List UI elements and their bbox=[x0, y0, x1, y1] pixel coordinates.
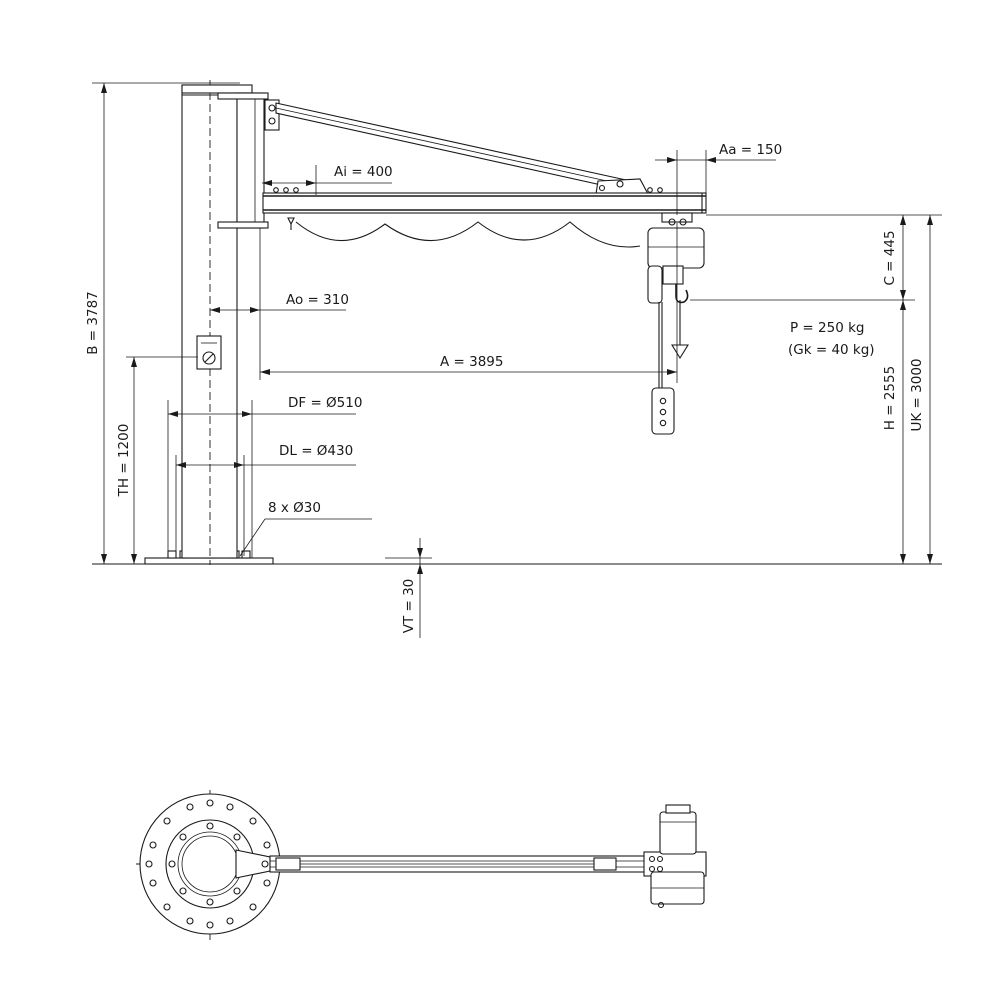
hoist-motor-top bbox=[659, 811, 697, 855]
label-TH: TH = 1200 bbox=[116, 424, 132, 498]
label-VT: VT = 30 bbox=[401, 579, 417, 634]
rotating-sleeve bbox=[236, 92, 265, 229]
label-load-P: P = 250 kg bbox=[790, 320, 864, 336]
label-A: A = 3895 bbox=[440, 354, 504, 370]
arm-bolts bbox=[273, 187, 663, 193]
label-C: C = 445 bbox=[882, 230, 898, 285]
label-holes: 8 x Ø30 bbox=[268, 500, 321, 516]
end-stop bbox=[287, 217, 295, 226]
chain-bag bbox=[647, 265, 663, 304]
base-plate bbox=[144, 557, 274, 565]
top-view bbox=[136, 790, 707, 940]
label-Ao: Ao = 310 bbox=[286, 292, 349, 308]
label-UK: UK = 3000 bbox=[909, 359, 925, 432]
dimension-lines bbox=[92, 82, 942, 638]
column bbox=[181, 84, 238, 559]
load-hook bbox=[675, 284, 689, 304]
label-B: B = 3787 bbox=[85, 291, 101, 355]
dimension-labels: B = 3787 TH = 1200 Ai = 400 Aa = 150 Ao … bbox=[85, 142, 925, 633]
label-Ai: Ai = 400 bbox=[334, 164, 393, 180]
anchor-holes-outer bbox=[145, 799, 275, 929]
pendant-control bbox=[651, 387, 675, 435]
side-view bbox=[92, 80, 942, 565]
festoon-cable bbox=[295, 221, 641, 248]
label-DF: DF = Ø510 bbox=[288, 395, 362, 411]
label-Aa: Aa = 150 bbox=[719, 142, 782, 158]
jib-arm bbox=[262, 192, 707, 214]
label-DL: DL = Ø430 bbox=[279, 443, 353, 459]
label-load-Gk: (Gk = 40 kg) bbox=[788, 342, 875, 358]
label-H: H = 2555 bbox=[882, 366, 898, 430]
electric-chain-hoist bbox=[647, 227, 705, 269]
